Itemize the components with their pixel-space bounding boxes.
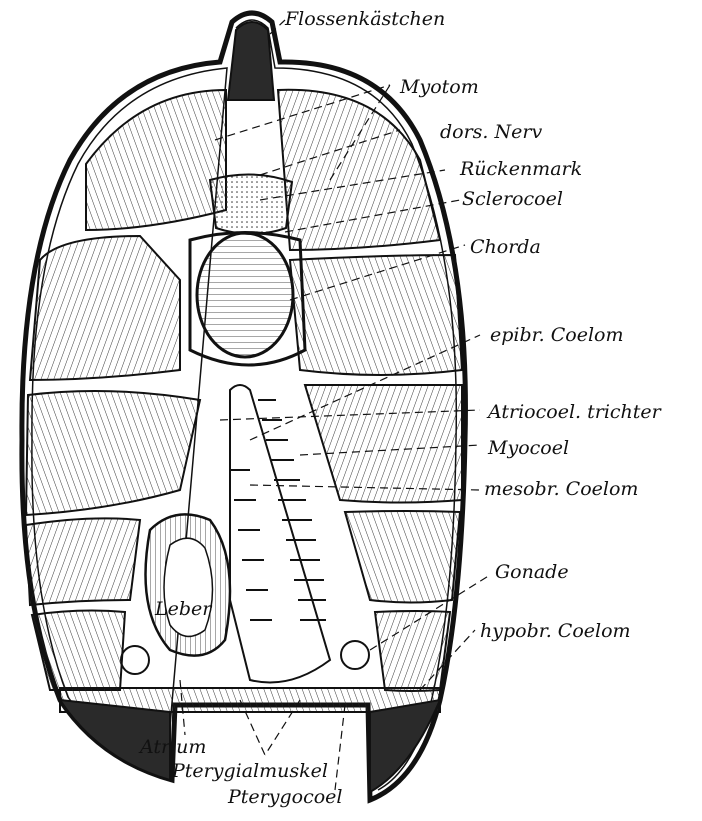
label-dors-nerv: dors. Nerv (440, 123, 542, 142)
notochord (197, 233, 293, 357)
myotome-right-1 (278, 90, 440, 250)
spinal-cord (210, 174, 292, 234)
myotome-left-2 (30, 236, 180, 380)
myotome-right-2 (290, 255, 462, 375)
fin-box (228, 22, 274, 100)
label-gonade: Gonade (495, 563, 569, 582)
label-sclerocoel: Sclerocoel (462, 190, 563, 209)
label-hypobr-coelom: hypobr. Coelom (480, 622, 631, 641)
myotome-left-3 (26, 391, 200, 515)
label-chorda: Chorda (470, 238, 541, 257)
label-flossenkaestchen: Flossenkästchen (285, 10, 445, 29)
label-pterygocoel: Pterygocoel (228, 788, 342, 807)
label-epibr-coelom: epibr. Coelom (490, 326, 623, 345)
gill-bars (230, 400, 326, 620)
myotome-left-5 (32, 611, 125, 690)
myotome-right-3 (305, 385, 462, 503)
myotome-left-4 (26, 518, 140, 605)
gonad-right (341, 641, 369, 669)
label-atriocoel-trichter: Atriocoel. trichter (488, 403, 661, 422)
label-atrium: Atrium (140, 738, 206, 757)
label-rueckenmark: Rückenmark (460, 160, 582, 179)
label-pterygialmuskel: Pterygialmuskel (172, 762, 328, 781)
label-leber: Leber (155, 600, 211, 619)
label-myotom: Myotom (400, 78, 479, 97)
myotome-right-5 (375, 611, 450, 691)
gonad-left (121, 646, 149, 674)
label-myocoel: Myocoel (488, 439, 569, 458)
myotome-right-4 (345, 511, 460, 603)
liver-lumen (164, 538, 213, 636)
label-mesobr-coelom: mesobr. Coelom (484, 480, 638, 499)
pharynx (230, 385, 330, 683)
